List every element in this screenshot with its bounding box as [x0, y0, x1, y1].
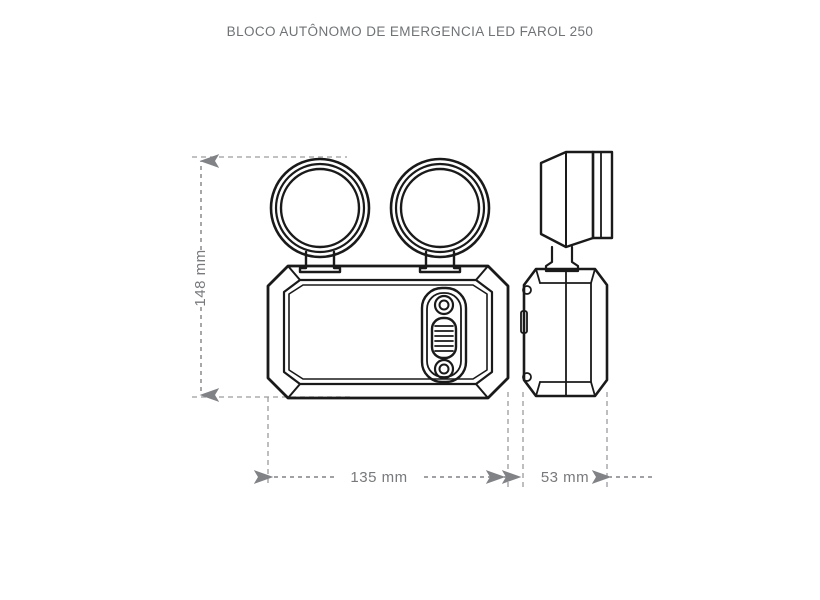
- indicator-led-bottom: [433, 358, 455, 380]
- lamp-head-left-outer-ring: [269, 157, 371, 259]
- control-panel-outline: [420, 286, 468, 384]
- front-view: [266, 157, 510, 400]
- lamp-head-left: [269, 157, 371, 259]
- housing-recess-inner-edge: [288, 284, 488, 380]
- dimension-label-width-front: 135 mm: [350, 469, 407, 486]
- side-view: [520, 150, 614, 398]
- side-vent-slot: [520, 310, 528, 334]
- dimension-label-depth-side: 53 mm: [541, 469, 589, 486]
- housing-body-side-chamfer-lines: [535, 268, 596, 397]
- lamp-bezel-side: [591, 150, 614, 240]
- mounting-tab-top: [522, 285, 532, 295]
- rocker-switch-ribs: [434, 325, 454, 352]
- lamp-head-right-outer-ring: [389, 157, 491, 259]
- indicator-led-top: [433, 294, 455, 316]
- lamp-stem-side: [544, 245, 580, 273]
- lamp-head-left-mid-ring: [274, 162, 366, 254]
- housing-body-side-division-lines: [539, 268, 592, 397]
- lamp-head-right-inner-ring: [399, 167, 481, 249]
- lamp-head-left-inner-ring: [279, 167, 361, 249]
- rocker-switch[interactable]: [430, 316, 458, 360]
- control-panel[interactable]: [420, 286, 468, 384]
- dimension-label-height: 148 mm: [192, 249, 209, 306]
- dimension-height: 148 mm: [192, 154, 220, 402]
- lamp-stem-right: [418, 250, 462, 274]
- indicator-led-bottom-lens: [438, 363, 450, 375]
- mounting-tab-bottom: [522, 372, 532, 382]
- lamp-head-right-mid-ring: [394, 162, 486, 254]
- page-title: BLOCO AUTÔNOMO DE EMERGENCIA LED FAROL 2…: [226, 24, 594, 39]
- dimension-width-front: 135 mm: [253, 469, 506, 486]
- housing-chamfer-lines: [287, 265, 489, 399]
- lamp-head-right: [389, 157, 491, 259]
- indicator-led-top-lens: [438, 299, 450, 311]
- housing-recess: [282, 278, 494, 386]
- extension-lines: [192, 156, 608, 487]
- lamp-stem-left: [298, 250, 342, 274]
- dimension-depth-side: 53 mm: [496, 469, 652, 486]
